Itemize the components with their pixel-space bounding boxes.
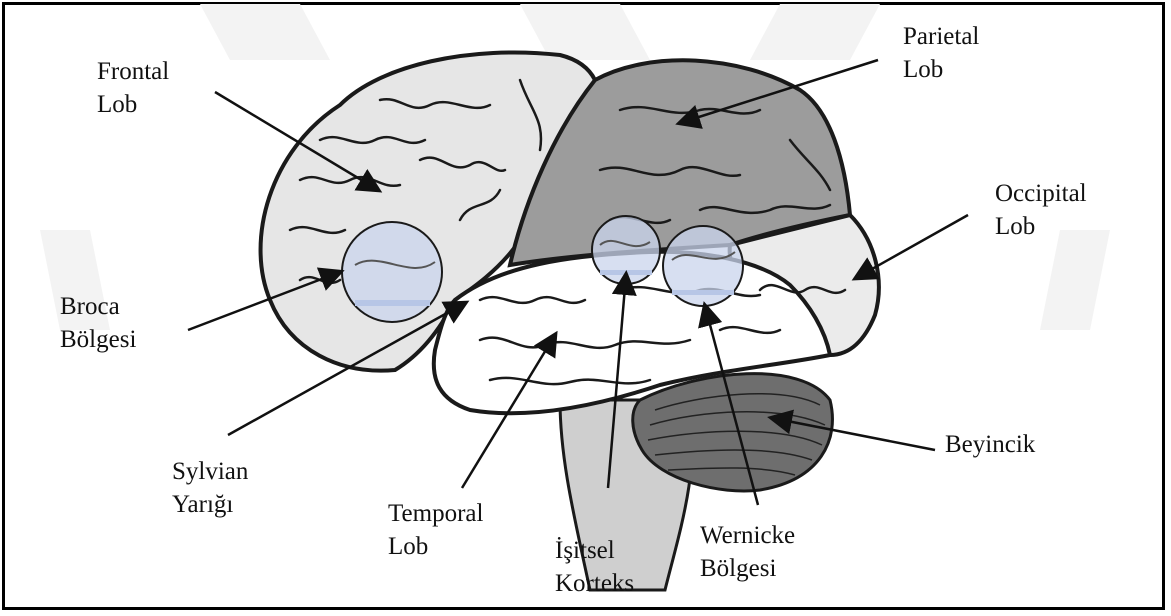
label-temporal-line1: Temporal — [388, 497, 483, 530]
label-sylvian-line1: Sylvian — [172, 455, 248, 488]
label-frontal-line1: Frontal — [97, 55, 169, 88]
label-sylvian: Sylvian Yarığı — [172, 455, 248, 521]
label-cerebellum-line1: Beyincik — [945, 428, 1035, 461]
label-parietal-lobe: Parietal Lob — [903, 20, 979, 86]
label-broca: Broca Bölgesi — [60, 290, 136, 356]
label-auditory-line2: Korteks — [555, 567, 634, 600]
label-frontal-lobe: Frontal Lob — [97, 55, 169, 121]
auditory-cortex-highlight — [592, 216, 660, 284]
label-wernicke-line1: Wernicke — [700, 519, 795, 552]
broca-highlight — [342, 222, 442, 322]
label-temporal-lobe: Temporal Lob — [388, 497, 483, 563]
label-temporal-line2: Lob — [388, 530, 483, 563]
label-auditory-line1: İşitsel — [555, 534, 634, 567]
wernicke-highlight — [663, 226, 743, 306]
label-wernicke-line2: Bölgesi — [700, 552, 795, 585]
label-occipital-line2: Lob — [995, 210, 1087, 243]
label-parietal-line1: Parietal — [903, 20, 979, 53]
label-parietal-line2: Lob — [903, 53, 979, 86]
label-sylvian-line2: Yarığı — [172, 488, 248, 521]
label-occipital-lobe: Occipital Lob — [995, 177, 1087, 243]
label-broca-line1: Broca — [60, 290, 136, 323]
label-cerebellum: Beyincik — [945, 428, 1035, 461]
label-occipital-line1: Occipital — [995, 177, 1087, 210]
label-auditory-cortex: İşitsel Korteks — [555, 534, 634, 600]
label-frontal-line2: Lob — [97, 88, 169, 121]
label-wernicke: Wernicke Bölgesi — [700, 519, 795, 585]
label-broca-line2: Bölgesi — [60, 323, 136, 356]
